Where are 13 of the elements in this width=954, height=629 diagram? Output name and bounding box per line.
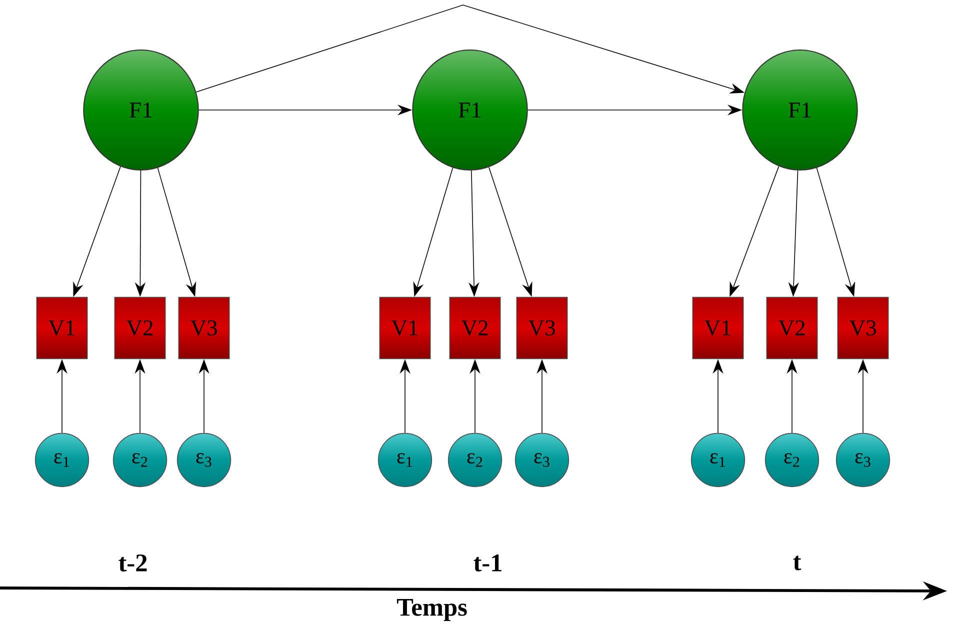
variable-box: V3 <box>516 296 568 360</box>
variable-box: V2 <box>766 296 818 360</box>
time-label: t-2 <box>118 554 147 572</box>
time-label: t-1 <box>474 554 502 572</box>
variable-box: V2 <box>114 296 166 360</box>
variable-box: V2 <box>449 296 501 360</box>
variable-box: V1 <box>379 296 431 360</box>
variable-box: V1 <box>36 296 88 360</box>
variable-box: V3 <box>837 296 889 360</box>
axis-title: Temps <box>396 599 467 621</box>
time-label: t <box>793 556 802 570</box>
variable-box: V1 <box>692 296 744 360</box>
variable-box: V3 <box>178 296 230 360</box>
